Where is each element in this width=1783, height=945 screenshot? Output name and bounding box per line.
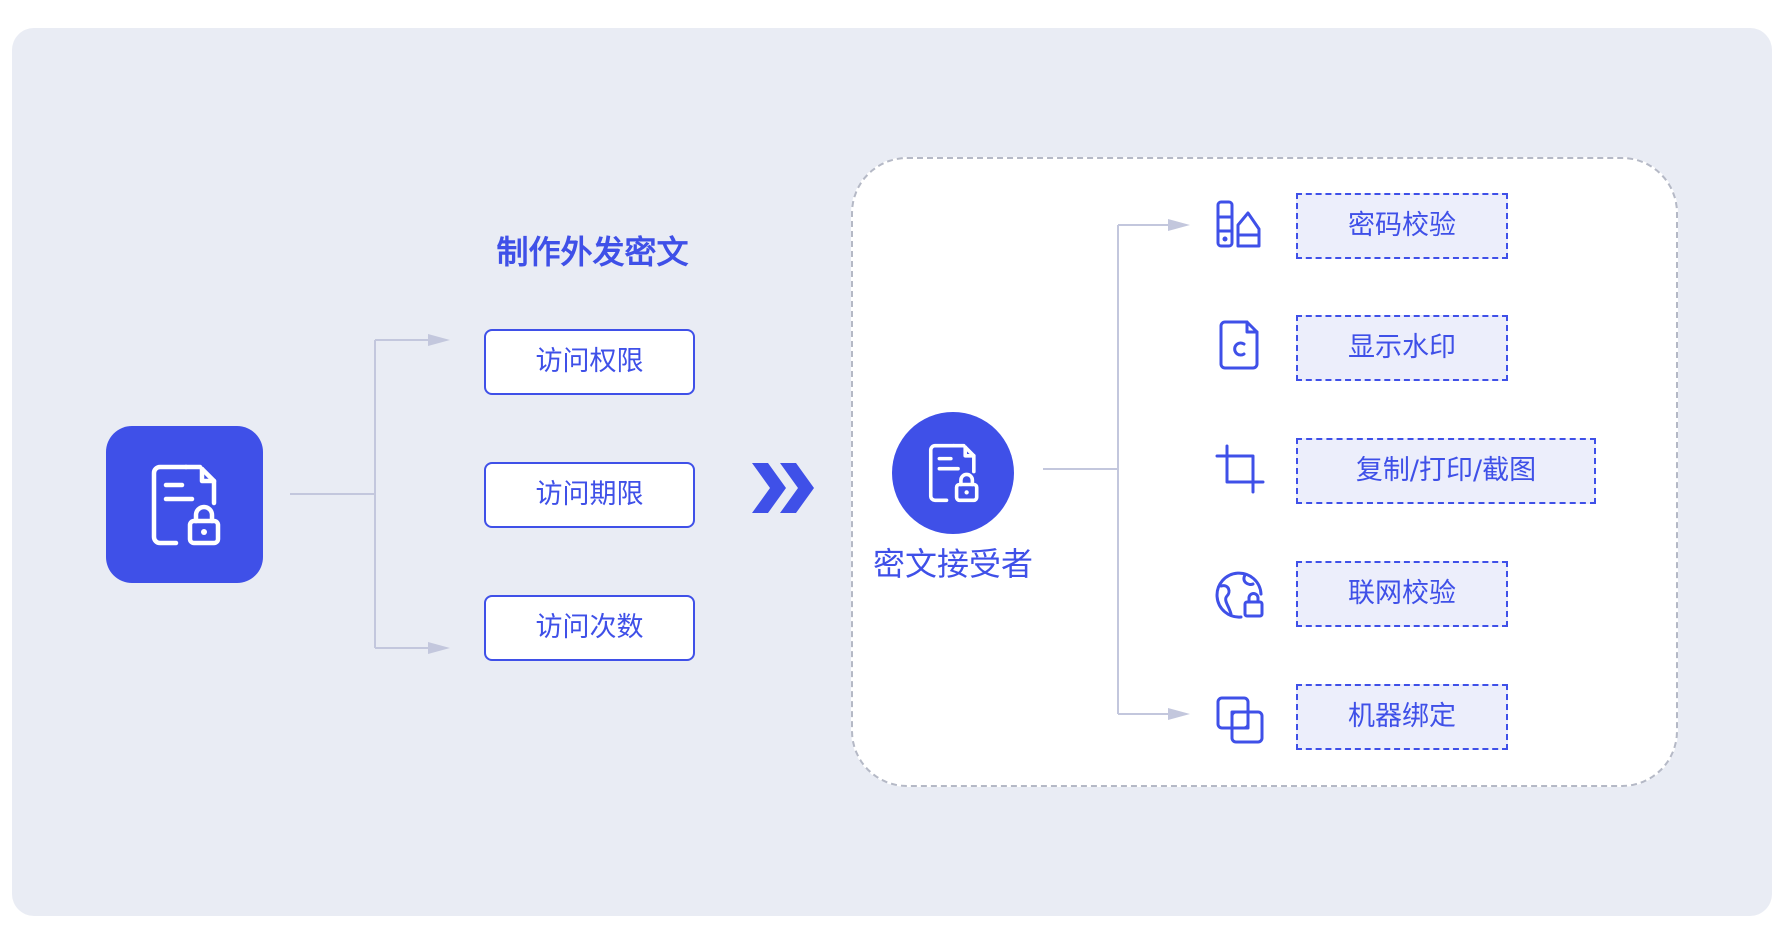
option-access-period: 访问期限 bbox=[484, 462, 695, 528]
source-document-tile bbox=[106, 426, 263, 583]
network-lock-icon bbox=[1215, 571, 1264, 619]
receiver-label: 密文接受者 bbox=[872, 545, 1033, 583]
option-access-permission: 访问权限 bbox=[484, 329, 695, 395]
feature-copy-print-screenshot: 复制/打印/截图 bbox=[1296, 438, 1596, 504]
locked-document-icon bbox=[928, 443, 979, 503]
feature-machine-binding: 机器绑定 bbox=[1296, 684, 1508, 750]
option-access-count: 访问次数 bbox=[484, 595, 695, 661]
double-chevron-right-icon bbox=[752, 463, 814, 513]
feature-show-watermark: 显示水印 bbox=[1296, 315, 1508, 381]
feature-password-check: 密码校验 bbox=[1296, 193, 1508, 259]
watermark-document-icon bbox=[1219, 320, 1259, 370]
device-binding-icon bbox=[1216, 696, 1264, 744]
password-check-icon bbox=[1216, 200, 1261, 248]
make-ciphertext-title: 制作外发密文 bbox=[496, 233, 689, 271]
feature-network-check: 联网校验 bbox=[1296, 561, 1508, 627]
locked-document-icon bbox=[151, 464, 220, 545]
crop-icon bbox=[1215, 444, 1265, 494]
receiver-document-circle bbox=[892, 412, 1014, 534]
